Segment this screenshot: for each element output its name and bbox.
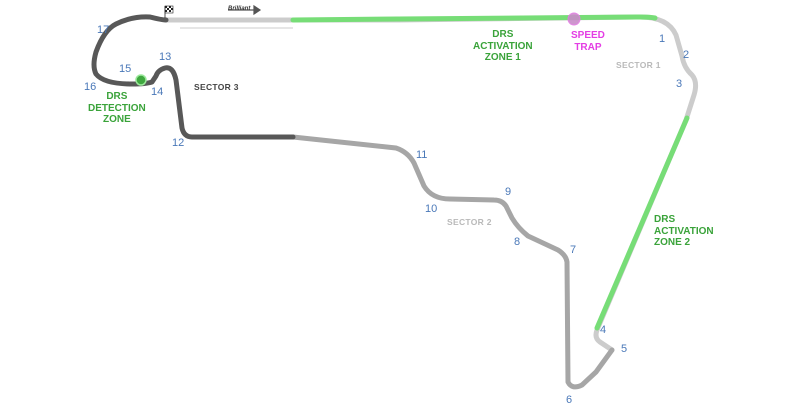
turn-15-label: 15	[119, 63, 132, 75]
drs-detection-label: DRS DETECTION ZONE	[88, 91, 146, 126]
turn-4-label: 4	[600, 324, 607, 336]
drs-detection-marker	[135, 74, 147, 86]
drs-zone-2-line-3: ZONE 2	[654, 237, 691, 248]
turn-5-label: 5	[621, 343, 628, 355]
turn-6-label: 6	[566, 394, 573, 406]
turn-16-label: 16	[84, 81, 97, 93]
turn-14-label: 14	[151, 86, 164, 98]
drs-zone-2-track	[594, 115, 690, 331]
speed-trap-line-1: SPEED	[571, 30, 605, 41]
turn-8-label: 8	[514, 236, 521, 248]
turn-9-label: 9	[505, 186, 512, 198]
drs-zone-1-line-2: ACTIVATION	[473, 40, 533, 52]
track-sector-3	[91, 14, 296, 140]
turn-11-label: 11	[416, 149, 428, 161]
drs-zone-1-line-1: DRS	[492, 29, 514, 40]
drs-zone-1-track	[290, 14, 658, 23]
sector-3-label: SECTOR 3	[194, 82, 239, 92]
turn-13-label: 13	[159, 51, 172, 63]
drs-detection-line-2: DETECTION	[88, 102, 146, 114]
drs-detection-line-1: DRS	[106, 91, 128, 102]
sector-1-label: SECTOR 1	[616, 60, 661, 70]
drs-zone-1-line-3: ZONE 1	[484, 52, 521, 63]
sponsor-logo-text: Brilliant	[228, 6, 251, 12]
direction-arrow-icon	[228, 4, 262, 16]
speed-trap-line-2: TRAP	[574, 41, 602, 53]
sector-2-label: SECTOR 2	[447, 217, 492, 227]
turn-2-label: 2	[683, 49, 690, 61]
turn-1-label: 1	[659, 33, 666, 45]
speed-trap-label: SPEED TRAP	[571, 30, 605, 53]
track-sector-2	[290, 134, 615, 390]
drs-zone-2-label: DRS ACTIVATION ZONE 2	[654, 214, 714, 249]
track-sector-1	[162, 14, 699, 353]
checkered-flag-icon	[164, 5, 174, 18]
drs-zone-1-label: DRS ACTIVATION ZONE 1	[473, 29, 533, 64]
speed-trap-marker	[567, 12, 581, 26]
drs-zone-2-line-1: DRS	[654, 214, 676, 225]
turn-12-label: 12	[172, 137, 185, 149]
turn-10-label: 10	[425, 203, 438, 215]
turn-17-label: 17	[97, 24, 110, 36]
drs-detection-line-3: ZONE	[103, 114, 131, 125]
turn-3-label: 3	[676, 78, 683, 90]
drs-zone-2-line-2: ACTIVATION	[654, 225, 714, 237]
turn-7-label: 7	[570, 244, 577, 256]
